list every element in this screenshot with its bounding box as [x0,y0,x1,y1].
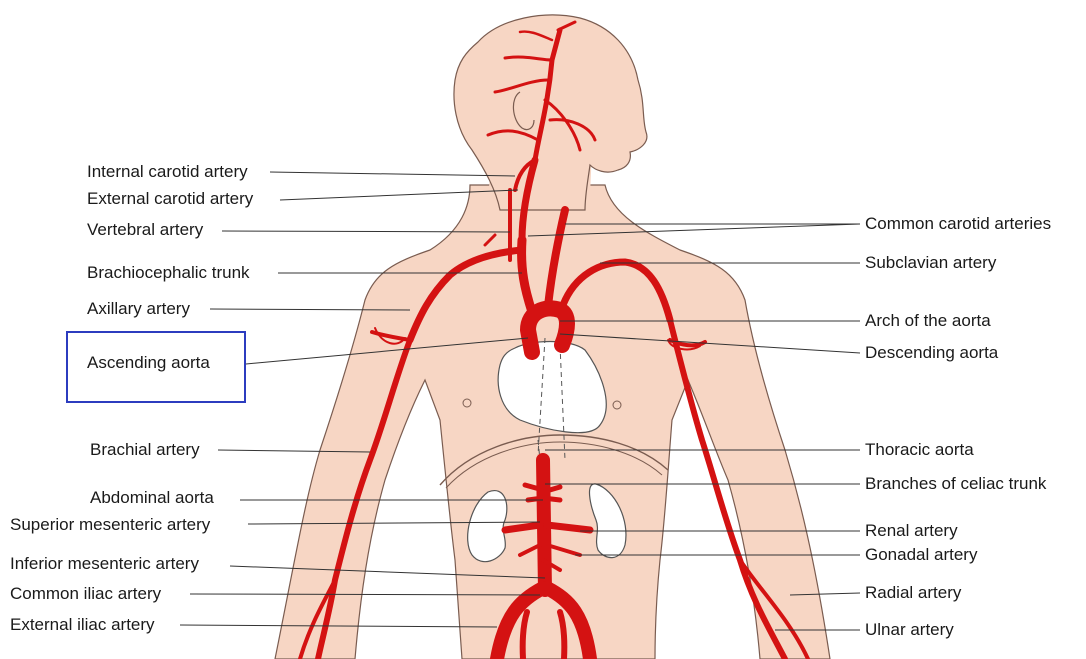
label-inferior-mesenteric-artery: Inferior mesenteric artery [10,554,199,574]
label-gonadal-artery: Gonadal artery [865,545,977,565]
label-renal-artery: Renal artery [865,521,958,541]
label-descending-aorta: Descending aorta [865,343,998,363]
label-arch-of-the-aorta: Arch of the aorta [865,311,991,331]
label-ulnar-artery: Ulnar artery [865,620,954,640]
label-subclavian-artery: Subclavian artery [865,253,996,273]
label-external-iliac-artery: External iliac artery [10,615,155,635]
label-brachiocephalic-trunk: Brachiocephalic trunk [87,263,250,283]
label-superior-mesenteric-artery: Superior mesenteric artery [10,515,210,535]
label-common-iliac-artery: Common iliac artery [10,584,161,604]
label-radial-artery: Radial artery [865,583,961,603]
label-common-carotid-arteries: Common carotid arteries [865,214,1051,234]
label-thoracic-aorta: Thoracic aorta [865,440,974,460]
label-internal-carotid-artery: Internal carotid artery [87,162,248,182]
label-brachial-artery: Brachial artery [90,440,200,460]
label-abdominal-aorta: Abdominal aorta [90,488,214,508]
label-branches-of-celiac-trunk: Branches of celiac trunk [865,474,1046,494]
label-ascending-aorta: Ascending aorta [87,353,210,373]
body-silhouette [275,15,830,659]
label-vertebral-artery: Vertebral artery [87,220,203,240]
label-axillary-artery: Axillary artery [87,299,190,319]
label-external-carotid-artery: External carotid artery [87,189,253,209]
